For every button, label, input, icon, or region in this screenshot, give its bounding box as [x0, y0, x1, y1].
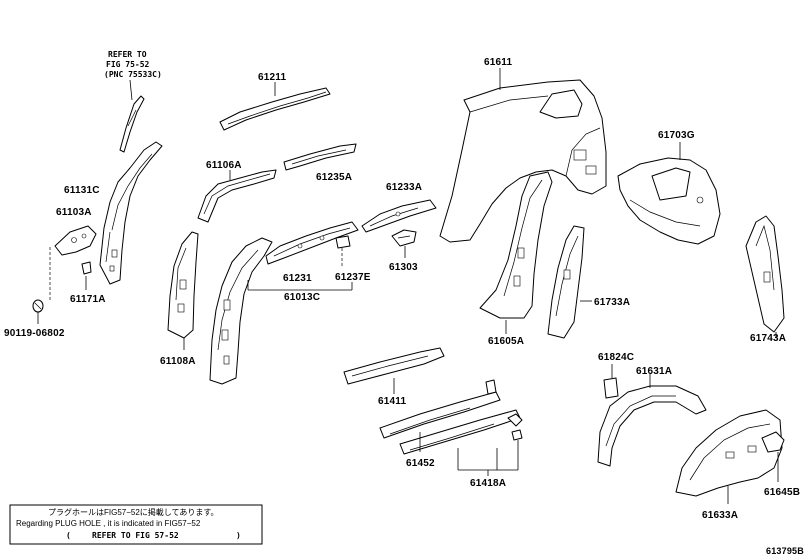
figure-code: 613795B: [766, 546, 804, 556]
part-drawing-61211: [219, 82, 331, 131]
label-61171a: 61171A: [70, 294, 106, 305]
part-drawing-61303: [391, 229, 417, 258]
part-drawing-61743a: [745, 215, 785, 338]
part-drawing-61106a: [197, 169, 277, 223]
note-ref-close: ): [236, 531, 241, 540]
label-61237e: 61237E: [335, 272, 371, 283]
label-61611: 61611: [484, 57, 512, 68]
part-drawing-61237e: [335, 235, 351, 266]
label-61743a: 61743A: [750, 333, 786, 344]
part-drawing-61703g: [617, 142, 721, 245]
label-61824c: 61824C: [598, 352, 634, 363]
part-drawing-61131c: [99, 141, 163, 285]
label-61645b: 61645B: [764, 487, 800, 498]
part-drawing-61013c: [209, 237, 273, 385]
label-61108a: 61108A: [160, 356, 196, 367]
label-61131c: 61131C: [64, 185, 100, 196]
label-61013c: 61013C: [284, 292, 320, 303]
label-61703g: 61703G: [658, 130, 695, 141]
label-90119-06802: 90119-06802: [4, 328, 65, 339]
label-61418a: 61418A: [470, 478, 506, 489]
reference-line-3: (PNC 75533C): [104, 70, 162, 79]
part-drawing-61411: [343, 347, 445, 394]
part-labels: 61211 61106A 61235A 61131C 61103A 61171A…: [4, 57, 800, 521]
part-drawing-61645b: [761, 431, 785, 482]
part-drawing-61103a: [49, 225, 97, 300]
note-ref: REFER TO FIG 57-52: [92, 531, 179, 540]
leader-61013c: [247, 280, 353, 291]
label-61631a: 61631A: [636, 366, 672, 377]
label-61633a: 61633A: [702, 510, 738, 521]
label-61211: 61211: [258, 72, 286, 83]
part-drawing-61611: [439, 68, 607, 243]
label-61233a: 61233A: [386, 182, 422, 193]
label-61733a: 61733A: [594, 297, 630, 308]
part-drawing-61231: [265, 221, 359, 265]
note-japanese: プラグホールはFIG57−52に掲載してあります。: [48, 507, 219, 517]
note-english: Regarding PLUG HOLE , it is indicated in…: [16, 519, 201, 528]
reference-line-2: FIG 75-52: [106, 60, 150, 69]
label-61231: 61231: [283, 273, 312, 284]
note-ref-open: (: [66, 531, 71, 540]
part-drawing-61733a: [547, 225, 592, 339]
label-61411: 61411: [378, 396, 406, 407]
part-drawing-pillar-trim-ref: [119, 79, 145, 153]
part-drawing-61631a: [597, 374, 707, 467]
part-drawing-61108a: [167, 231, 199, 350]
label-61605a: 61605A: [488, 336, 524, 347]
label-61452: 61452: [406, 458, 435, 469]
label-61235a: 61235A: [316, 172, 352, 183]
part-drawing-61633a: [675, 409, 783, 504]
fig-reference: REFER TO FIG 75-52 (PNC 75533C): [104, 50, 162, 79]
part-drawing-61824c: [603, 364, 619, 399]
part-drawing-61171a: [81, 261, 92, 290]
label-61103a: 61103A: [56, 207, 92, 218]
part-drawing-61605a: [479, 171, 553, 334]
part-drawing-61418a: [457, 379, 523, 476]
label-61303: 61303: [389, 262, 418, 273]
part-drawing-61235a: [283, 143, 357, 171]
part-drawing-61233a: [361, 199, 437, 233]
label-61106a: 61106A: [206, 160, 242, 171]
part-drawing-90119: [32, 299, 44, 324]
reference-line-1: REFER TO: [108, 50, 147, 59]
plug-hole-note: プラグホールはFIG57−52に掲載してあります。 Regarding PLUG…: [9, 504, 263, 545]
